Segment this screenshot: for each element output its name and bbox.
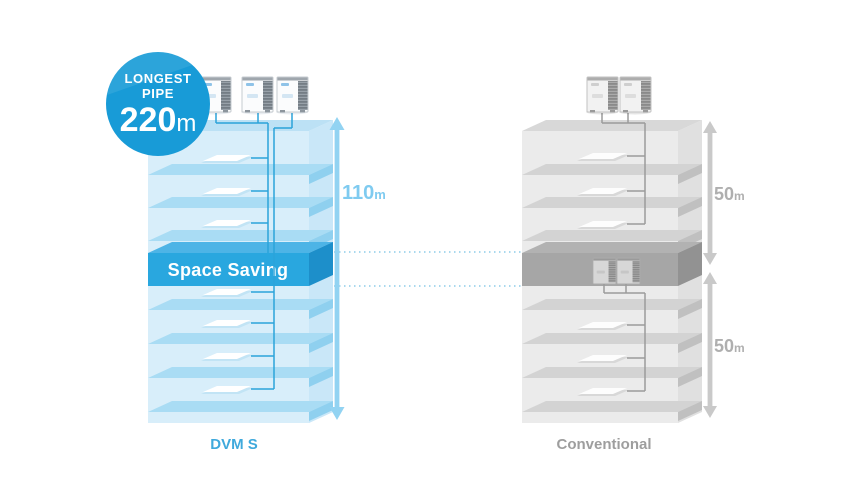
- dvm-outdoor-units: [198, 76, 309, 115]
- badge-highlight: [106, 40, 201, 95]
- conventional-outdoor-units: [585, 76, 652, 115]
- conventional-caption: Conventional: [556, 436, 651, 453]
- dvm-pipes: [215, 113, 293, 390]
- dvm-height-label: 110m: [342, 182, 386, 204]
- conventional-upper-arrow: [703, 121, 717, 265]
- conventional-lower-arrow: [703, 272, 717, 418]
- outdoor-unit-icon: [240, 76, 274, 115]
- badge-value: 220m: [120, 101, 197, 139]
- dvm-caption: DVM S: [210, 436, 258, 453]
- mechanical-floor-band: [522, 242, 702, 286]
- badge-title-line2: PIPE: [142, 86, 174, 101]
- band-alignment-dotted-lines: [334, 251, 521, 287]
- outdoor-unit-icon: [275, 76, 309, 115]
- conventional-upper-label: 50m: [714, 184, 745, 204]
- space-saving-band-front: [148, 253, 309, 286]
- conventional-building-roof: [522, 120, 702, 131]
- mechanical-floor-side: [678, 242, 702, 286]
- conventional-building: [522, 76, 702, 423]
- space-saving-band-side: [309, 242, 333, 286]
- space-saving-label: Space Saving: [168, 260, 289, 280]
- space-saving-band-top: [148, 242, 333, 253]
- conventional-lower-label: 50m: [714, 336, 745, 356]
- badge-title-line1: LONGEST: [124, 71, 191, 86]
- dvm-height-arrow: [329, 117, 345, 420]
- space-saving-band: Space Saving: [148, 242, 333, 286]
- outdoor-unit-icon: [585, 76, 619, 115]
- outdoor-unit-icon: [592, 257, 617, 285]
- longest-pipe-badge: LONGEST PIPE 220m: [106, 40, 210, 156]
- outdoor-unit-icon: [618, 76, 652, 115]
- badge-circle: [106, 52, 210, 156]
- outdoor-unit-icon: [616, 257, 641, 285]
- mechanical-floor-top: [522, 242, 702, 253]
- conventional-pipes: [601, 113, 646, 392]
